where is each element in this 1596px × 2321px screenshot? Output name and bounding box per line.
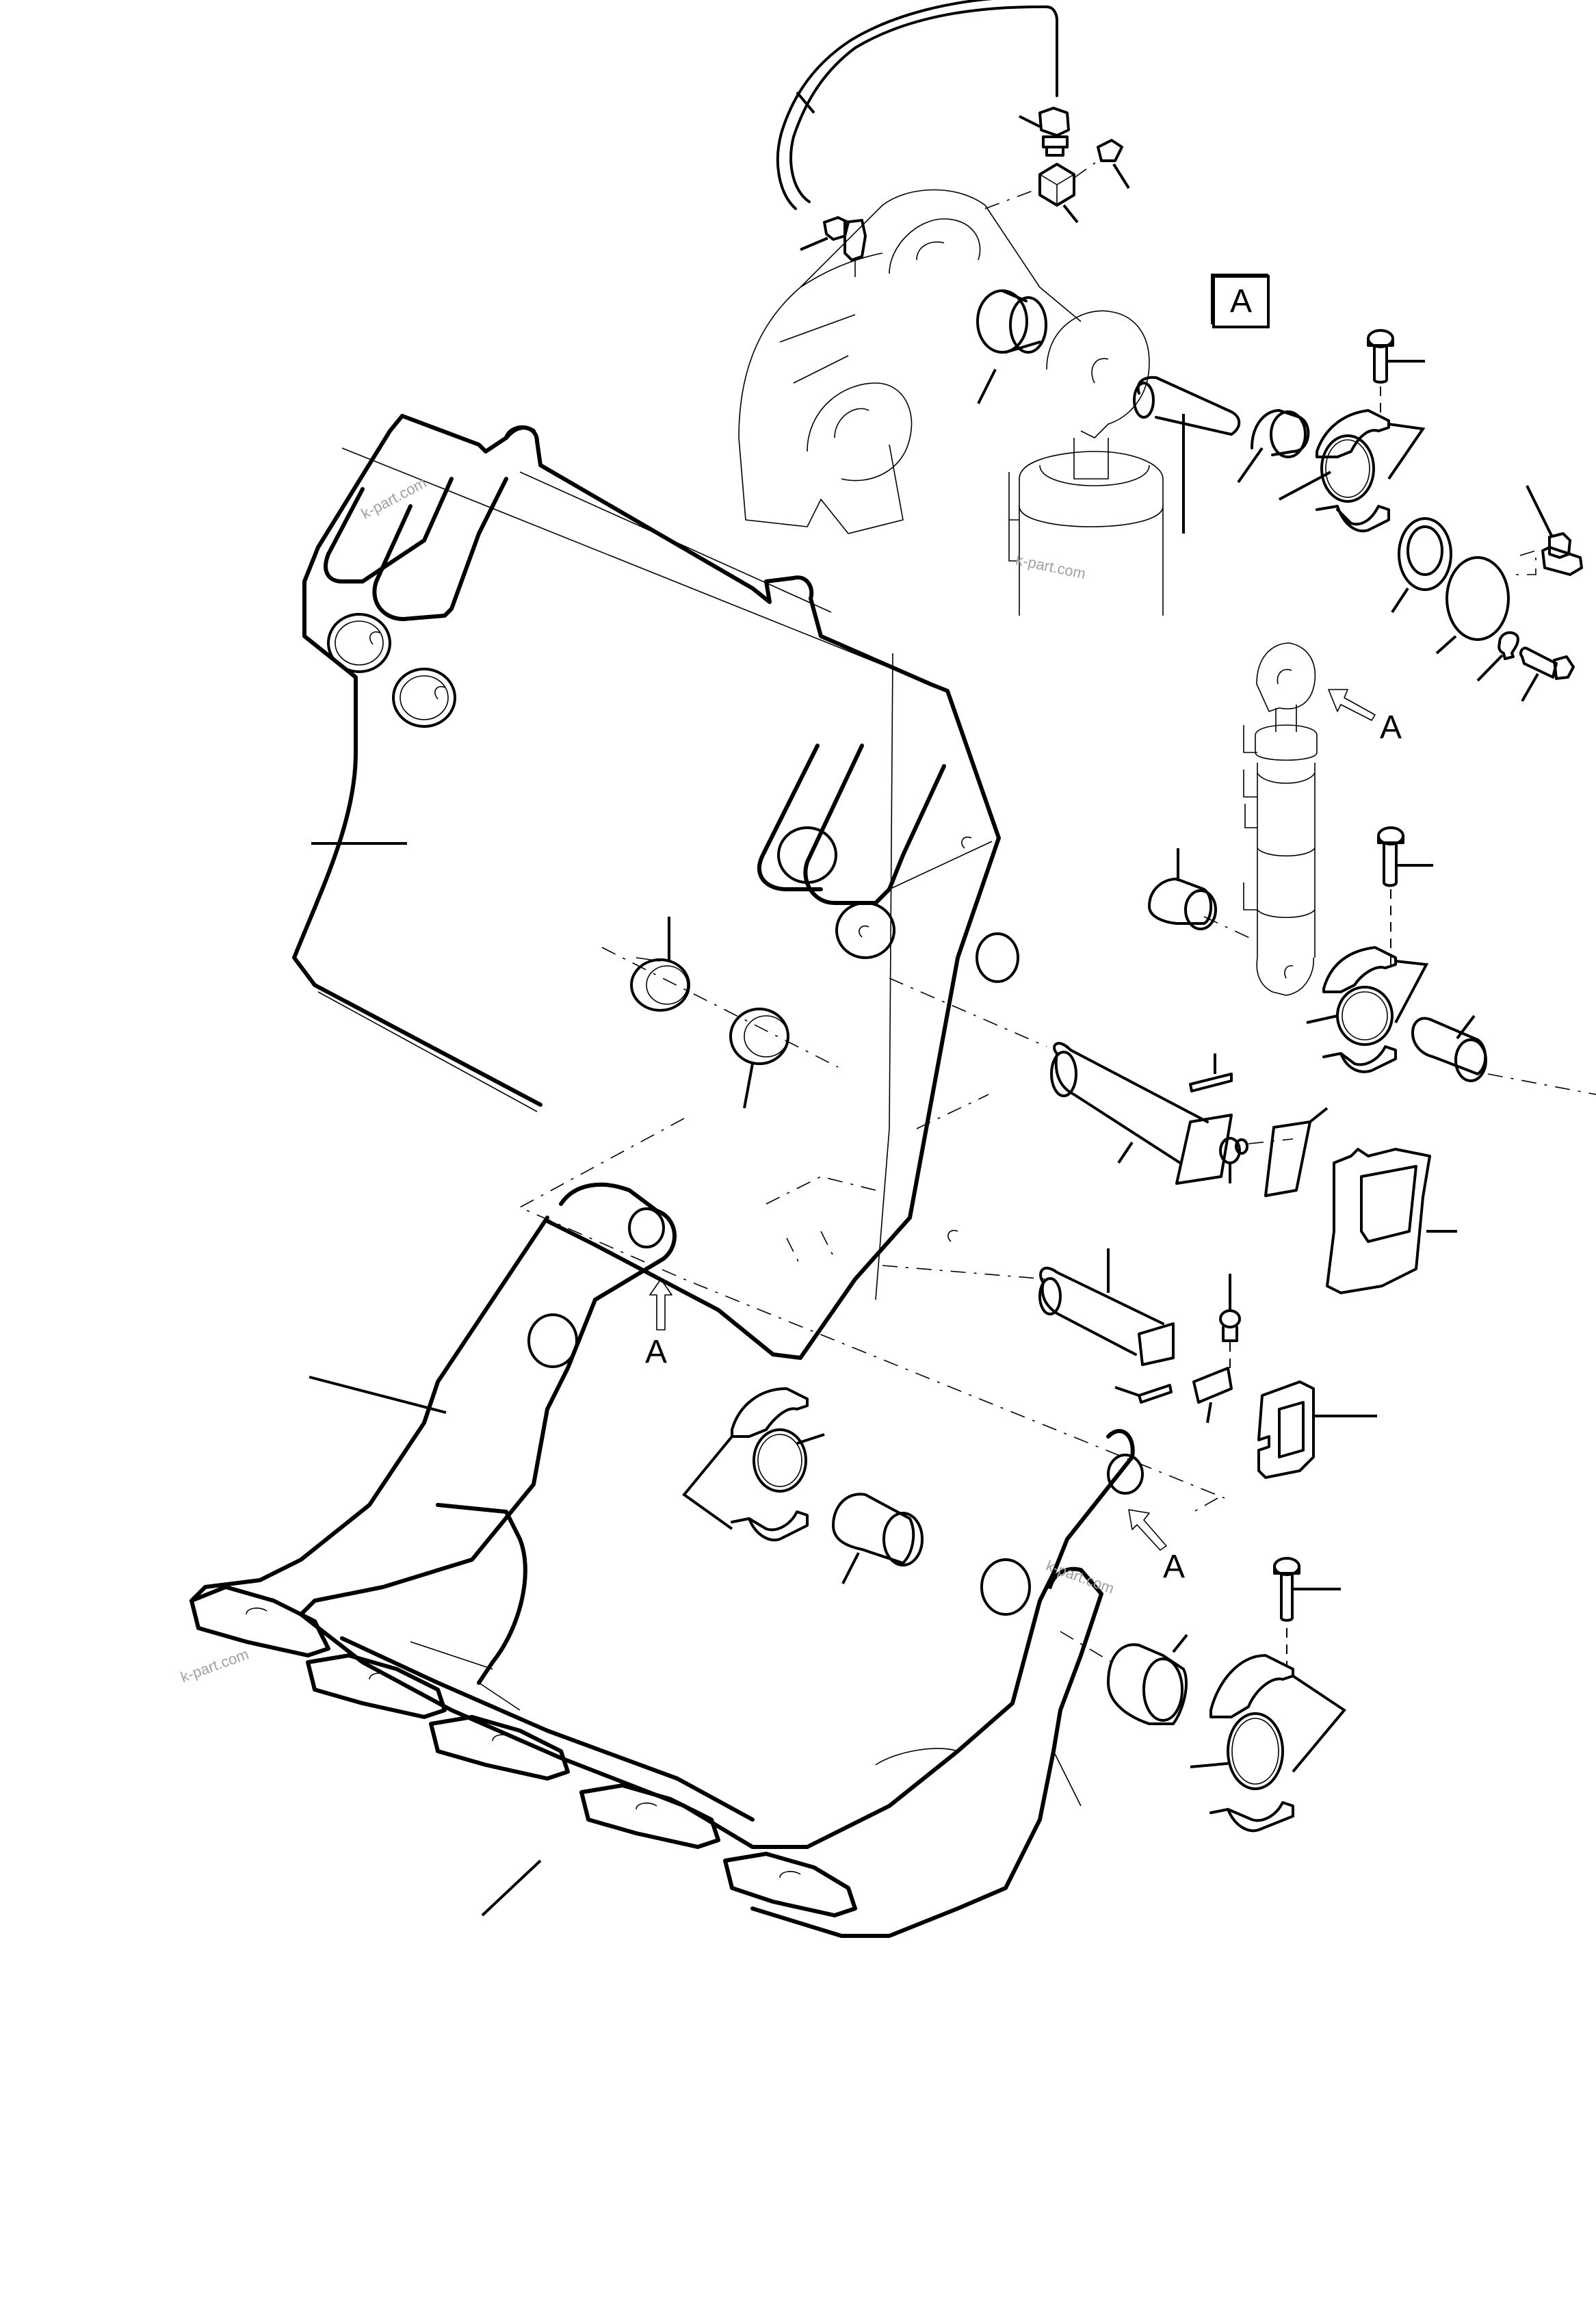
angle-grease-nipple (1512, 485, 1583, 576)
cap-screw-middle-right (1377, 826, 1433, 971)
retainer-clamp-bottom-center (682, 1387, 825, 1542)
wear-plates (189, 1585, 857, 1917)
pin-cylinder-eye (1133, 376, 1241, 534)
bushing-lift-arm (976, 289, 1047, 404)
cylinder-rod-eye-ghost (1008, 310, 1164, 616)
retainer-clamp-bottom-right (1190, 1654, 1346, 1833)
pin-guard-bracket-lower (1257, 1380, 1377, 1479)
grease-hose (776, 0, 1058, 210)
elbow-fitting (800, 216, 867, 277)
view-arrow-label-a-cylinder: A (1380, 709, 1402, 746)
view-reference-label: A (1212, 275, 1270, 328)
bushing-bottom-right (1060, 1631, 1188, 1725)
pin-guard-bracket-upper (1326, 1148, 1457, 1294)
pin-with-plate-long (1050, 1042, 1233, 1185)
retainer-clamp-upper-right (1279, 409, 1426, 533)
view-arrow-a-link-left (649, 1278, 672, 1330)
link-arm-frame (189, 1182, 1144, 1938)
lock-washer (1476, 631, 1519, 682)
shim-plate (1391, 517, 1452, 614)
key-upper (1189, 1053, 1233, 1092)
key-lower (1114, 1384, 1173, 1404)
bushing-bottom-center (832, 1493, 924, 1584)
distribution-block (984, 163, 1079, 224)
tilt-cylinder (1243, 642, 1318, 996)
bushing-cylinder (1148, 848, 1256, 941)
lock-plate-upper (1264, 1107, 1329, 1197)
bucket (292, 414, 1019, 1360)
cap-screw-upper (1367, 329, 1425, 414)
flanged-bushing-bucket (729, 1008, 789, 1109)
socket-screw-lower (1219, 1274, 1241, 1368)
socket-screw-middle (1219, 1137, 1294, 1183)
view-arrow-a-cylinder (1328, 689, 1376, 721)
cover-plate (1435, 556, 1510, 655)
straight-grease-nipple (1073, 139, 1130, 189)
lift-arm-ghost (738, 189, 1082, 534)
lock-plate-lower (1192, 1367, 1233, 1424)
assembly-centerlines (519, 947, 1225, 1512)
view-arrow-a-link-right (1128, 1509, 1167, 1551)
cap-screw-bottom-right (1273, 1557, 1341, 1666)
bushing-middle-right (1411, 1014, 1596, 1095)
view-arrow-label-a-link-left: A (645, 1334, 668, 1370)
grease-nipple-top (1019, 107, 1070, 157)
bushing-upper-right (1237, 409, 1310, 484)
hex-bolt-cover (1519, 646, 1575, 702)
view-arrow-label-a-link-right: A (1163, 1549, 1186, 1585)
pin-with-plate-short (1038, 1248, 1175, 1366)
bushing-bucket (630, 917, 690, 1012)
retainer-clamp-middle-right (1306, 946, 1429, 1073)
